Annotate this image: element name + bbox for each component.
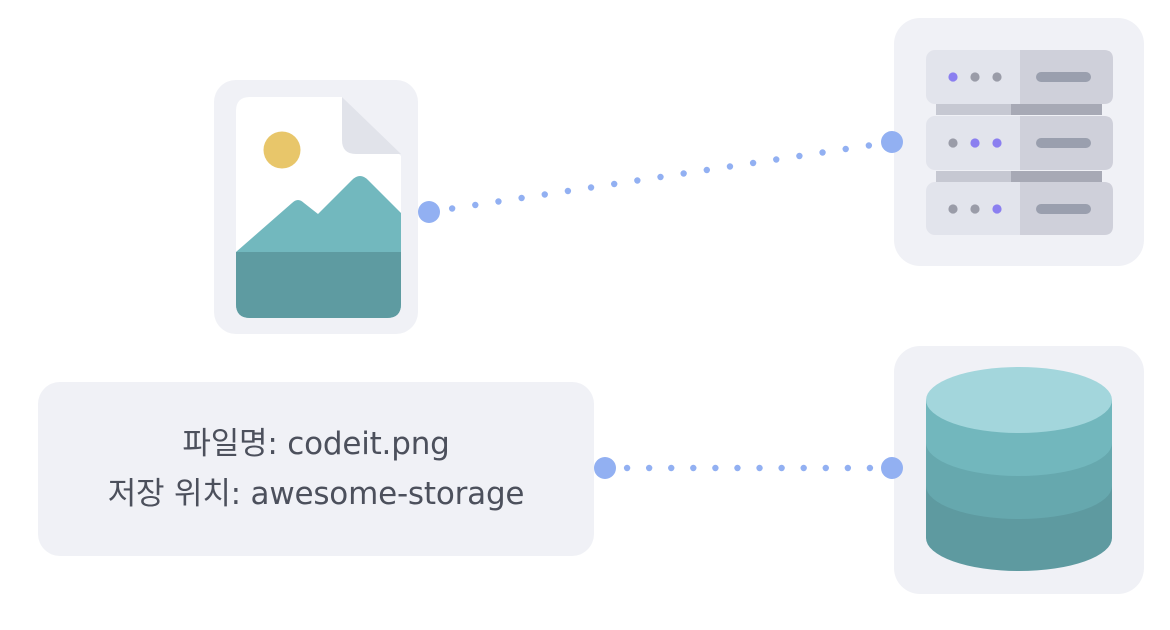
connector-start-dot (418, 201, 440, 223)
connector-end-dot (881, 457, 903, 479)
connector-dot (645, 464, 653, 472)
connector-dot (448, 205, 456, 212)
connector-dot (611, 180, 618, 188)
connector-dot (819, 149, 826, 156)
database-icon (926, 367, 1112, 571)
connector-dot (668, 464, 675, 472)
connector-dot (726, 163, 734, 170)
connector-end-dot (881, 131, 903, 153)
connector-dot (844, 464, 852, 472)
storage-location-label: 저장 위치: awesome-storage (107, 476, 525, 512)
file-to-server-connector (418, 131, 903, 223)
connector-dot (749, 159, 757, 167)
connector-dot (842, 145, 849, 153)
sun-icon (263, 131, 301, 169)
connector-dot (518, 194, 525, 202)
connector-dot (756, 464, 763, 472)
image-file-icon (236, 97, 401, 318)
connector-dot (690, 464, 697, 472)
connector-dot (866, 464, 874, 472)
connector-dot (657, 173, 664, 181)
connector-dot (796, 152, 803, 160)
connector-dot (623, 464, 631, 472)
server-rack-icon (926, 50, 1113, 235)
connector-dot (865, 142, 873, 149)
filename-label: 파일명: codeit.png (182, 426, 450, 462)
connector-dot (587, 184, 595, 191)
connector-dot (472, 201, 479, 209)
info-to-database-connector (594, 457, 903, 479)
connector-dot (800, 464, 807, 472)
file-info-box: 파일명: codeit.png 저장 위치: awesome-storage (38, 382, 594, 556)
connector-dot (703, 166, 710, 174)
connector-dot (541, 191, 548, 198)
connector-start-dot (594, 457, 616, 479)
connector-dot (734, 464, 741, 472)
connector-dot (712, 464, 719, 472)
connector-dot (634, 177, 641, 184)
connector-dot (778, 464, 785, 472)
connector-dot (822, 464, 829, 472)
connector-dot (773, 156, 780, 163)
connector-dot (495, 198, 502, 205)
connector-dot (680, 170, 687, 177)
connector-dot (564, 187, 572, 195)
